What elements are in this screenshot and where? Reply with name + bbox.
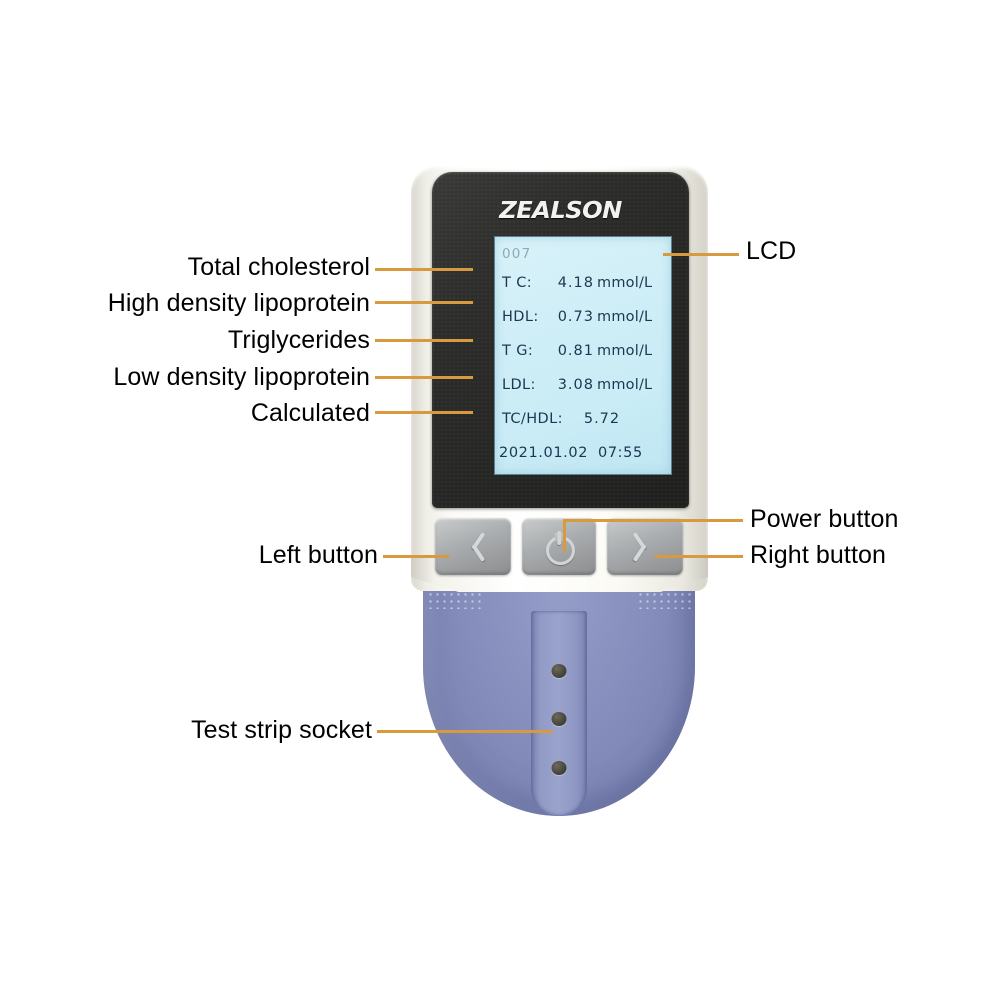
leader-line-lcd <box>663 253 739 256</box>
lcd-row-triglycerides: T G: 0.81 mmol/L <box>495 334 671 368</box>
lcd-record-id: 007 <box>502 246 532 262</box>
lcd-label-tg: T G: <box>502 343 534 359</box>
callout-lcd: LCD <box>746 237 797 265</box>
leader-line-calculated <box>375 411 473 414</box>
lcd-value-tc: 4.18 <box>557 275 594 291</box>
leader-line-power-button-horizontal <box>563 519 743 522</box>
lcd-unit-ldl: mmol/L <box>597 377 653 393</box>
lcd-unit-hdl: mmol/L <box>597 309 653 325</box>
lcd-row-tc-hdl-ratio: TC/HDL: 5.72 <box>495 402 671 436</box>
lcd-value-tg: 0.81 <box>557 343 594 359</box>
callout-right-button: Right button <box>750 541 887 569</box>
lcd-value-ldl: 3.08 <box>557 377 594 393</box>
chevron-right-icon <box>635 531 655 563</box>
device-face-panel: ZEALSON 007 T C: 4.18 mmol/L HDL: 0.73 <box>432 172 689 508</box>
callout-left-button: Left button <box>258 541 378 569</box>
callout-triglycerides: Triglycerides <box>227 326 370 354</box>
lcd-row-hdl: HDL: 0.73 mmol/L <box>495 300 671 334</box>
callout-total-cholesterol: Total cholesterol <box>187 253 370 281</box>
lcd-unit-tg: mmol/L <box>597 343 653 359</box>
lcd-label-ldl: LDL: <box>502 377 536 393</box>
socket-contact-pin-2 <box>551 712 567 726</box>
chevron-left-icon <box>463 531 483 563</box>
leader-line-triglycerides <box>375 339 473 342</box>
cholesterol-meter-device: ZEALSON 007 T C: 4.18 mmol/L HDL: 0.73 <box>411 166 708 816</box>
leader-line-total-cholesterol <box>375 268 473 271</box>
leader-line-power-button-vertical <box>563 519 566 552</box>
callout-test-strip-socket: Test strip socket <box>191 716 372 744</box>
callout-high-density-lipoprotein: High density lipoprotein <box>107 289 370 317</box>
lcd-label-hdl: HDL: <box>502 309 539 325</box>
lcd-label-ratio: TC/HDL: <box>502 411 563 427</box>
lcd-value-hdl: 0.73 <box>557 309 594 325</box>
device-upper-shell: ZEALSON 007 T C: 4.18 mmol/L HDL: 0.73 <box>411 166 708 592</box>
lcd-date: 2021.01.02 <box>499 445 589 461</box>
button-row <box>411 518 708 578</box>
device-lower-body <box>423 561 695 816</box>
right-button[interactable] <box>607 518 683 575</box>
leader-line-left-button <box>383 555 449 558</box>
lcd-row-timestamp: 2021.01.02 07:55 <box>495 436 671 470</box>
lcd-value-ratio: 5.72 <box>583 411 621 427</box>
leader-line-right-button <box>655 555 743 558</box>
callout-power-button: Power button <box>750 505 899 533</box>
power-button[interactable] <box>522 518 596 575</box>
power-icon <box>545 531 575 565</box>
brand-logo: ZEALSON <box>499 198 622 224</box>
lcd-row-ldl: LDL: 3.08 mmol/L <box>495 368 671 402</box>
test-strip-socket[interactable] <box>531 611 587 816</box>
lcd-display[interactable]: 007 T C: 4.18 mmol/L HDL: 0.73 mmol/L <box>494 236 672 475</box>
socket-contact-pin-1 <box>551 664 567 678</box>
callout-calculated: Calculated <box>250 399 370 427</box>
left-button[interactable] <box>435 518 511 575</box>
leader-line-test-strip-socket <box>377 730 553 733</box>
callout-low-density-lipoprotein: Low density lipoprotein <box>113 363 370 391</box>
leader-line-hdl <box>375 301 473 304</box>
leader-line-ldl <box>375 376 473 379</box>
lcd-label-tc: T C: <box>502 275 533 291</box>
lcd-row-total-cholesterol: T C: 4.18 mmol/L <box>495 266 671 300</box>
socket-contact-pin-3 <box>551 761 567 775</box>
lcd-time: 07:55 <box>598 445 643 461</box>
lcd-unit-tc: mmol/L <box>597 275 653 291</box>
